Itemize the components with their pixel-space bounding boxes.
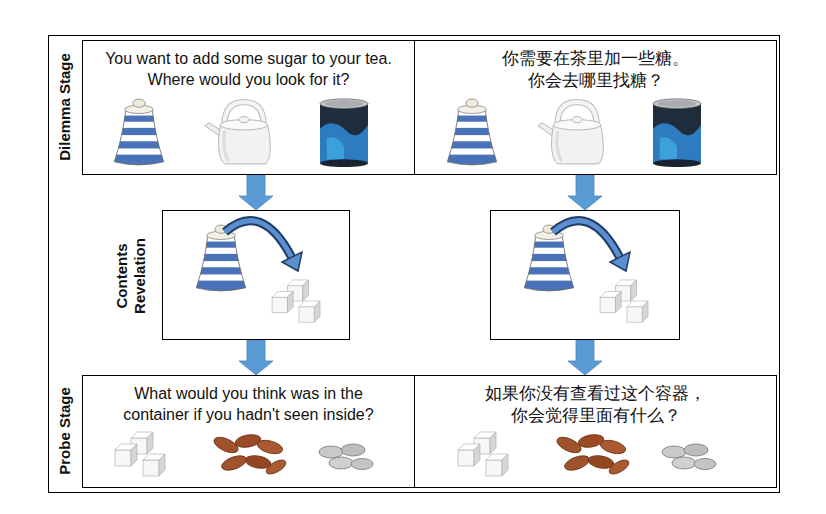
- stage-label: Dilemma Stage: [56, 53, 74, 161]
- sugar-bowl: [190, 225, 252, 294]
- almonds: [555, 433, 631, 477]
- flow-arrow: [568, 175, 602, 210]
- stage-panel: 如果你没有查看过这个容器， 你会觉得里面有什么？: [414, 375, 777, 488]
- teapot: [538, 102, 603, 164]
- question-text: You want to add some sugar to your tea. …: [90, 48, 407, 90]
- stage-label: Contents Revelation: [113, 226, 149, 326]
- sugar-bowl: [518, 225, 580, 294]
- sugar-bowl: [441, 99, 503, 168]
- question-text: 如果你没有查看过这个容器， 你会觉得里面有什么？: [476, 383, 716, 428]
- teapot: [205, 102, 270, 164]
- revelation-box: Contents Revelation: [162, 210, 350, 340]
- stage-panel: 你需要在茶里加一些糖。 你会去哪里找糖？: [414, 40, 777, 175]
- flow-arrow: [568, 340, 602, 375]
- almonds: [212, 433, 288, 477]
- sugar-cubes: [458, 432, 508, 476]
- stage-panel: What would you think was in the containe…: [82, 375, 415, 488]
- sugar-cubes: [600, 280, 648, 322]
- question-text: 你需要在茶里加一些糖。 你会去哪里找糖？: [493, 48, 698, 93]
- flow-arrow: [239, 175, 273, 210]
- question-text: What would you think was in the containe…: [115, 383, 383, 425]
- curved-arrow: [225, 221, 302, 271]
- curved-arrow: [553, 221, 630, 271]
- sugar-cubes: [272, 280, 320, 322]
- paint-can: [653, 99, 701, 167]
- revelation-box: [490, 210, 680, 340]
- coins: [662, 444, 716, 470]
- stage-panel: You want to add some sugar to your tea. …: [82, 40, 415, 175]
- flow-arrow: [239, 340, 273, 375]
- outer-frame: [49, 36, 780, 493]
- sugar-cubes: [115, 432, 165, 476]
- paint-can: [320, 99, 368, 167]
- stage-label: Probe Stage: [56, 387, 74, 475]
- sugar-bowl: [108, 99, 170, 168]
- coins: [319, 444, 373, 470]
